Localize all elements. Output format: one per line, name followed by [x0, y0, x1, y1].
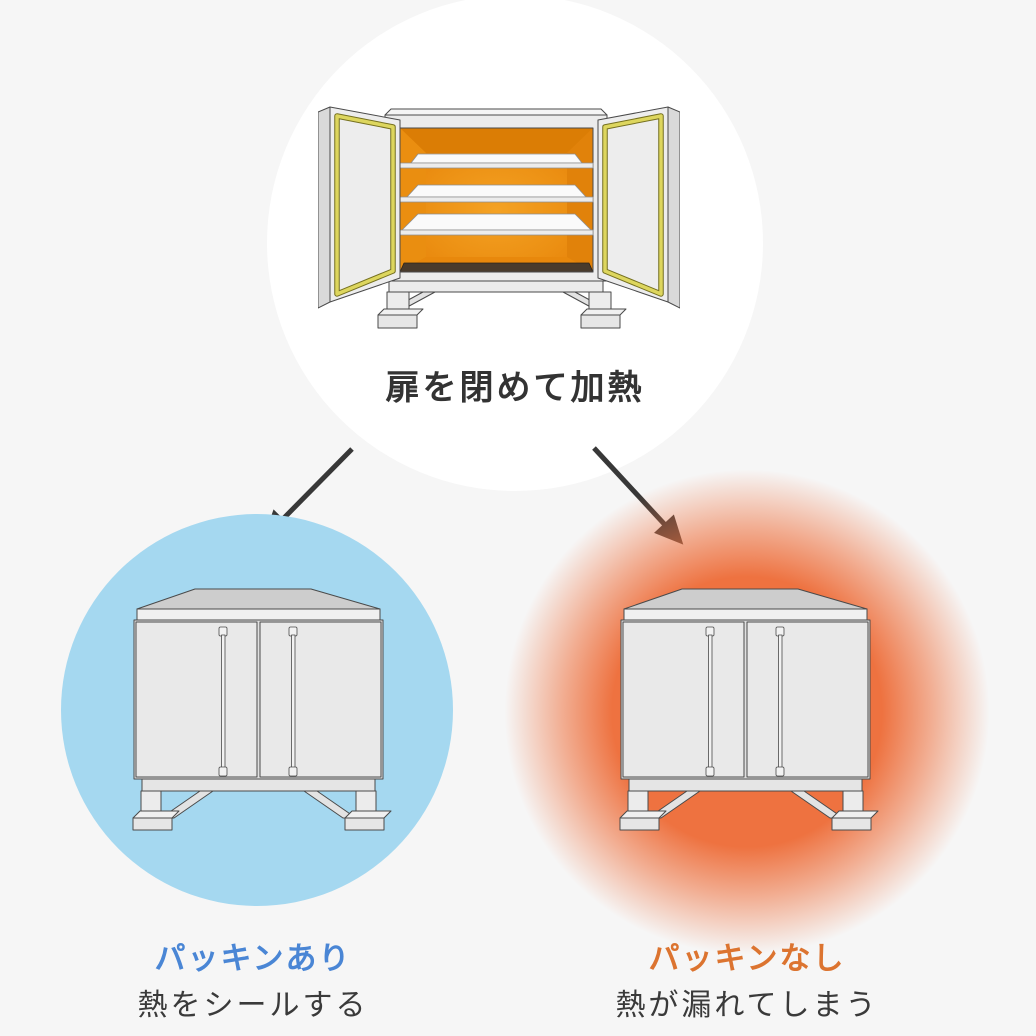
oven-door-right: [746, 621, 869, 778]
open-door-left: [318, 106, 401, 309]
arrow-down-left-icon: [263, 447, 354, 540]
oven-legs: [132, 790, 392, 831]
oven-shelves: [399, 153, 594, 236]
oven-door-left: [622, 621, 745, 778]
open-oven-illustration: [318, 106, 680, 329]
oven-door-left: [135, 621, 258, 778]
oven-lid: [136, 588, 381, 610]
closed-oven-sealed-illustration: [132, 588, 392, 831]
door-handles: [705, 626, 785, 777]
left-branch-title: パッキンあり: [154, 941, 352, 977]
left-branch-subtitle: 熱をシールする: [137, 988, 369, 1023]
oven-legs: [619, 790, 879, 831]
door-handles: [218, 626, 298, 777]
open-door-right: [597, 106, 680, 309]
oven-legs: [377, 280, 627, 329]
closed-oven-leaking-illustration: [619, 588, 879, 831]
right-branch-subtitle: 熱が漏れてしまう: [615, 988, 879, 1023]
right-branch-title: パッキンなし: [648, 941, 846, 977]
oven-lid: [623, 588, 868, 610]
oven-door-right: [259, 621, 382, 778]
top-step-caption: 扉を閉めて加熱: [385, 368, 645, 408]
